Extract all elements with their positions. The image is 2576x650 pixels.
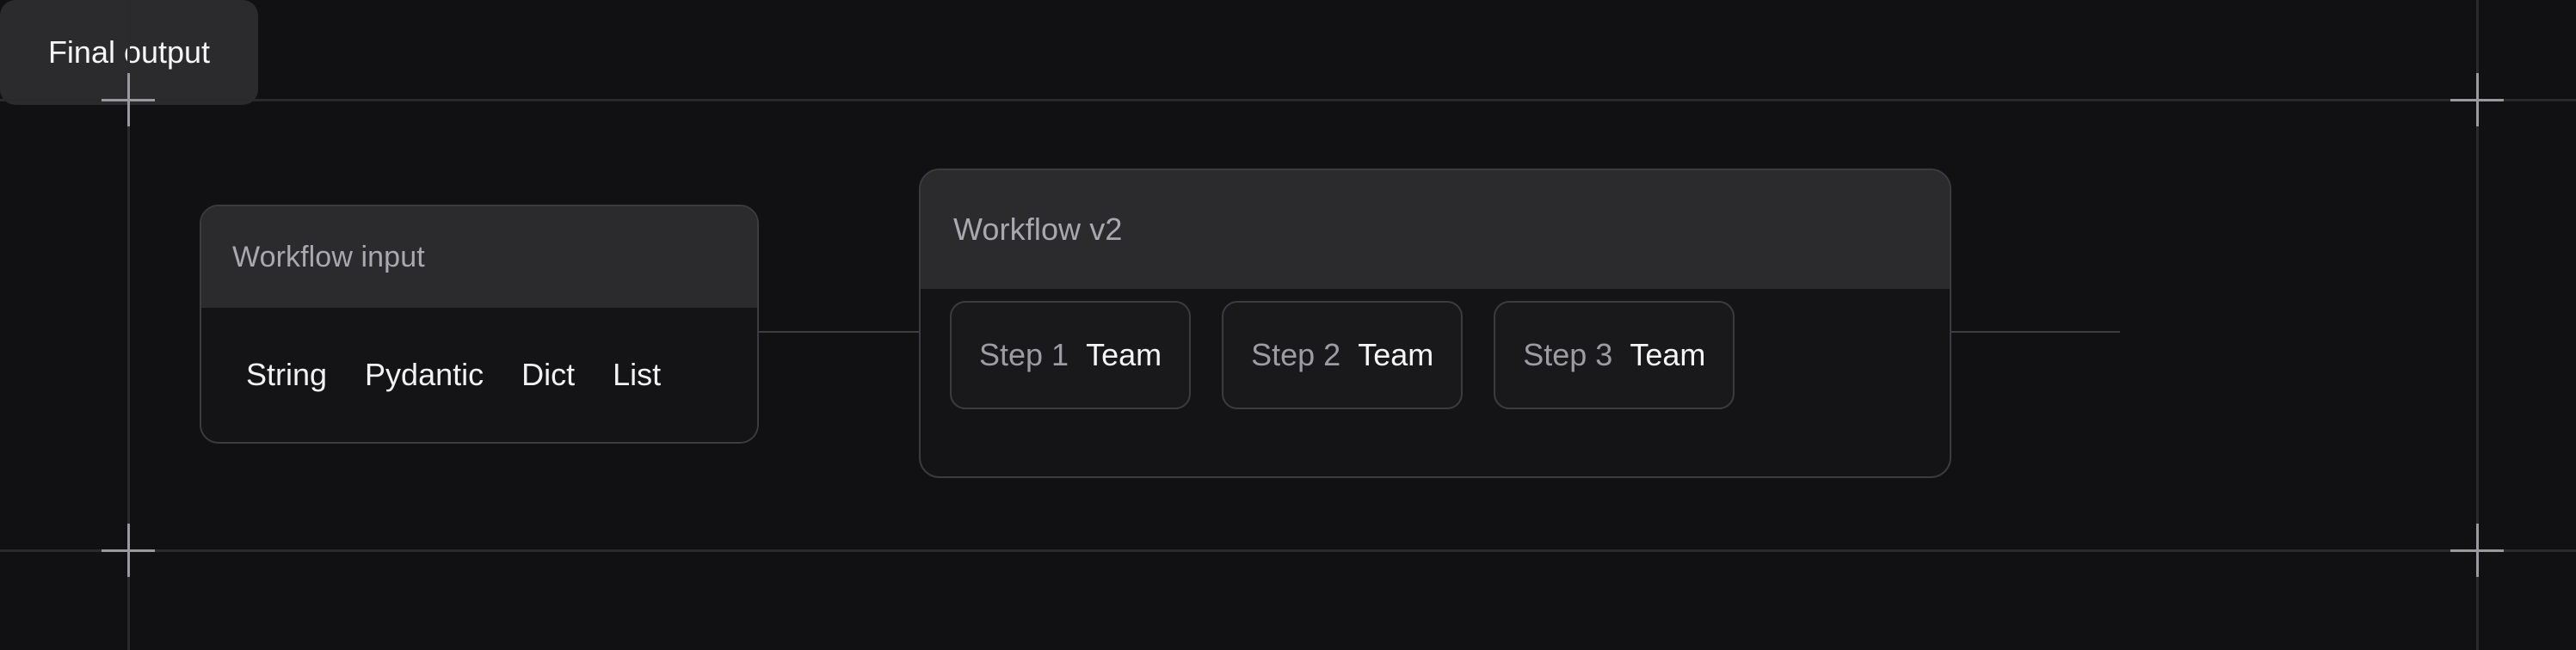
step-card-3-value: Team <box>1630 337 1706 372</box>
grid-line-horizontal <box>0 549 2576 552</box>
step-card-3[interactable]: Step 3 Team <box>1494 301 1735 409</box>
step-card-1[interactable]: Step 1 Team <box>950 301 1192 409</box>
step-card-3-label: Step 3 <box>1523 337 1613 372</box>
step-card-1-label: Step 1 <box>979 337 1069 372</box>
step-card-2-label: Step 2 <box>1251 337 1341 372</box>
type-chip-list[interactable]: List <box>613 357 662 392</box>
step-card-2-value: Team <box>1358 337 1434 372</box>
edge-input-to-workflow <box>757 331 921 333</box>
type-chip-string[interactable]: String <box>246 357 328 392</box>
step-card-2[interactable]: Step 2 Team <box>1222 301 1464 409</box>
type-chip-pydantic[interactable]: Pydantic <box>365 357 484 392</box>
grid-line-vertical <box>127 0 130 650</box>
node-workflow-v2[interactable]: Workflow v2 Step 1 Team Step 2 Team Step… <box>919 169 1951 478</box>
node-workflow-input-title: Workflow input <box>232 240 425 273</box>
node-workflow-input-header: Workflow input <box>201 206 757 308</box>
node-workflow-v2-title: Workflow v2 <box>953 212 1123 247</box>
edge-workflow-to-output <box>1950 331 2120 333</box>
grid-line-horizontal <box>0 99 2576 101</box>
step-card-1-value: Team <box>1086 337 1162 372</box>
node-workflow-v2-body: Step 1 Team Step 2 Team Step 3 Team <box>921 289 1950 476</box>
node-workflow-v2-header: Workflow v2 <box>921 170 1950 289</box>
grid-line-vertical <box>2476 0 2479 650</box>
node-workflow-input-body: String Pydantic Dict List <box>201 308 757 442</box>
type-chip-dict[interactable]: Dict <box>521 357 576 392</box>
node-workflow-input[interactable]: Workflow input String Pydantic Dict List <box>200 205 759 444</box>
